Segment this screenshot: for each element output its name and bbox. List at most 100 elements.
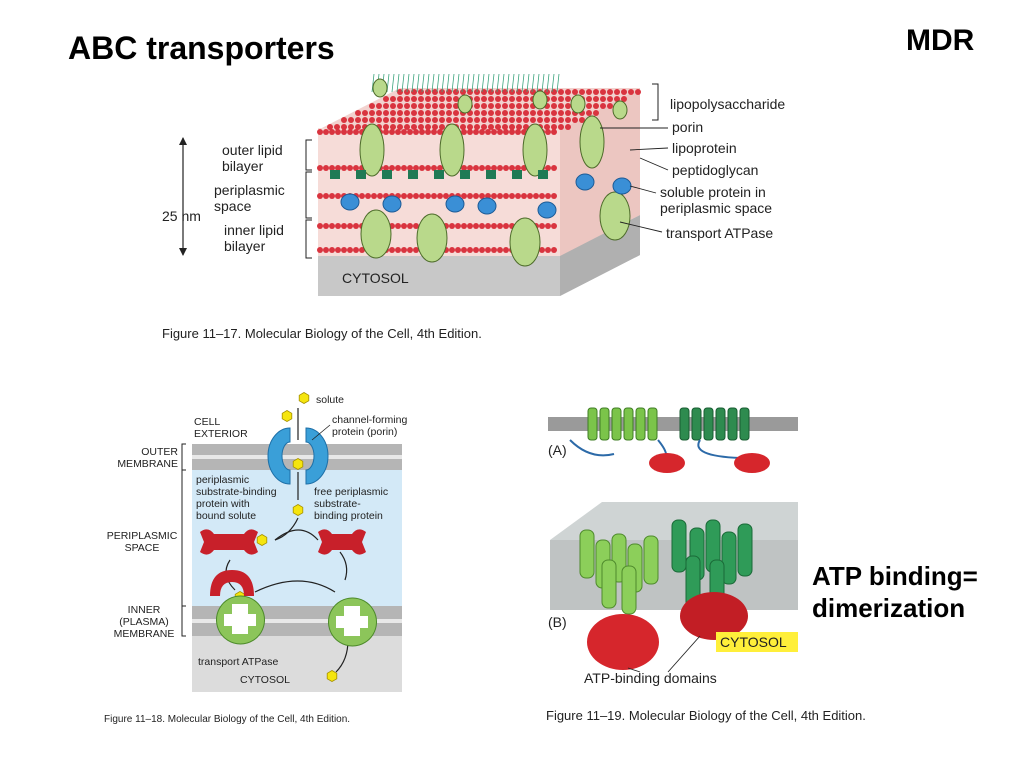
scale-arrow-top [179, 137, 187, 145]
lipid-head [334, 124, 340, 130]
lipid-head [413, 129, 419, 135]
lipid-head [437, 165, 443, 171]
lipid-head [515, 165, 521, 171]
transport-atpase [416, 213, 448, 263]
lipid-head [502, 110, 508, 116]
lipid-head [545, 223, 551, 229]
lipid-head [586, 96, 592, 102]
lipid-head [523, 124, 529, 130]
lipid-head [509, 89, 515, 95]
lipid-head [355, 124, 361, 130]
lipid-head [544, 117, 550, 123]
lipid-head [418, 103, 424, 109]
lipid-head [539, 223, 545, 229]
lipid-head [347, 165, 353, 171]
lipid-head [533, 193, 539, 199]
bound-binding-protein [200, 529, 258, 555]
panel-a-atp-domain-2 [734, 453, 770, 473]
lipid-head [614, 89, 620, 95]
peptidoglycan-block [356, 170, 366, 179]
lipid-head [371, 193, 377, 199]
lipid-head [628, 89, 634, 95]
lipid-head [376, 117, 382, 123]
lipid-head [335, 165, 341, 171]
lps-strand [441, 73, 445, 93]
lipid-head [425, 103, 431, 109]
lipid-head [425, 165, 431, 171]
lipid-head [446, 117, 452, 123]
lipid-head [323, 223, 329, 229]
free-binding-protein [318, 529, 366, 555]
lipid-head [516, 117, 522, 123]
lipid-head [376, 103, 382, 109]
lipid-head [495, 124, 501, 130]
lipid-head [395, 129, 401, 135]
lipid-head [404, 110, 410, 116]
lipid-head [539, 247, 545, 253]
lipid-head [431, 165, 437, 171]
note-line-2: dimerization [812, 593, 966, 623]
transport-atpase [599, 191, 631, 241]
tm-helix [721, 531, 737, 585]
lps-strand [476, 73, 480, 93]
lipid-head [565, 110, 571, 116]
lipid-head [523, 110, 529, 116]
lps-strand [516, 73, 520, 93]
lipid-head [335, 129, 341, 135]
lipid-head [516, 124, 522, 130]
lipid-head [389, 247, 395, 253]
panel-a-atp-domain-1 [649, 453, 685, 473]
lps-strand [466, 73, 470, 93]
lipid-head [383, 129, 389, 135]
lipid-head [411, 96, 417, 102]
lipid-head [461, 223, 467, 229]
lps-strand [406, 73, 410, 93]
solute-hexagon [292, 504, 304, 516]
lipid-head [545, 193, 551, 199]
lipid-head [397, 124, 403, 130]
lipid-head [497, 193, 503, 199]
lipid-head [341, 117, 347, 123]
lipid-head [551, 96, 557, 102]
solute-hexagon [298, 392, 310, 404]
lps-strand [541, 73, 545, 93]
lipid-head [503, 223, 509, 229]
porin-top [532, 90, 548, 110]
lipid-head [565, 96, 571, 102]
lipid-head [431, 193, 437, 199]
inner-membrane-label: INNER(PLASMA)MEMBRANE [113, 604, 175, 640]
soluble-protein [575, 173, 595, 191]
tm-helix [691, 407, 702, 441]
lipid-head [329, 193, 335, 199]
lipid-head [461, 247, 467, 253]
lipid-head [495, 103, 501, 109]
scale-arrow-bottom [179, 248, 187, 256]
membrane-proteins [330, 78, 632, 267]
lipid-head [502, 96, 508, 102]
lipid-head [621, 89, 627, 95]
cytosol-label-fig2: CYTOSOL [240, 674, 290, 686]
peptidoglycan-block [512, 170, 522, 179]
lipid-head [425, 193, 431, 199]
lipid-head [495, 96, 501, 102]
lipid-head [439, 110, 445, 116]
lipid-head [317, 129, 323, 135]
tm-helix [737, 523, 753, 577]
lipid-head [390, 110, 396, 116]
lipid-head [418, 117, 424, 123]
lipid-head [411, 110, 417, 116]
lipid-head [495, 117, 501, 123]
lipid-head [467, 247, 473, 253]
lipid-head [347, 129, 353, 135]
lipid-head [323, 193, 329, 199]
lipid-head [551, 247, 557, 253]
lps-strand [391, 73, 395, 93]
soluble-protein [445, 195, 465, 213]
peptidoglycan-label: peptidoglycan [672, 162, 759, 178]
lipid-head [565, 103, 571, 109]
